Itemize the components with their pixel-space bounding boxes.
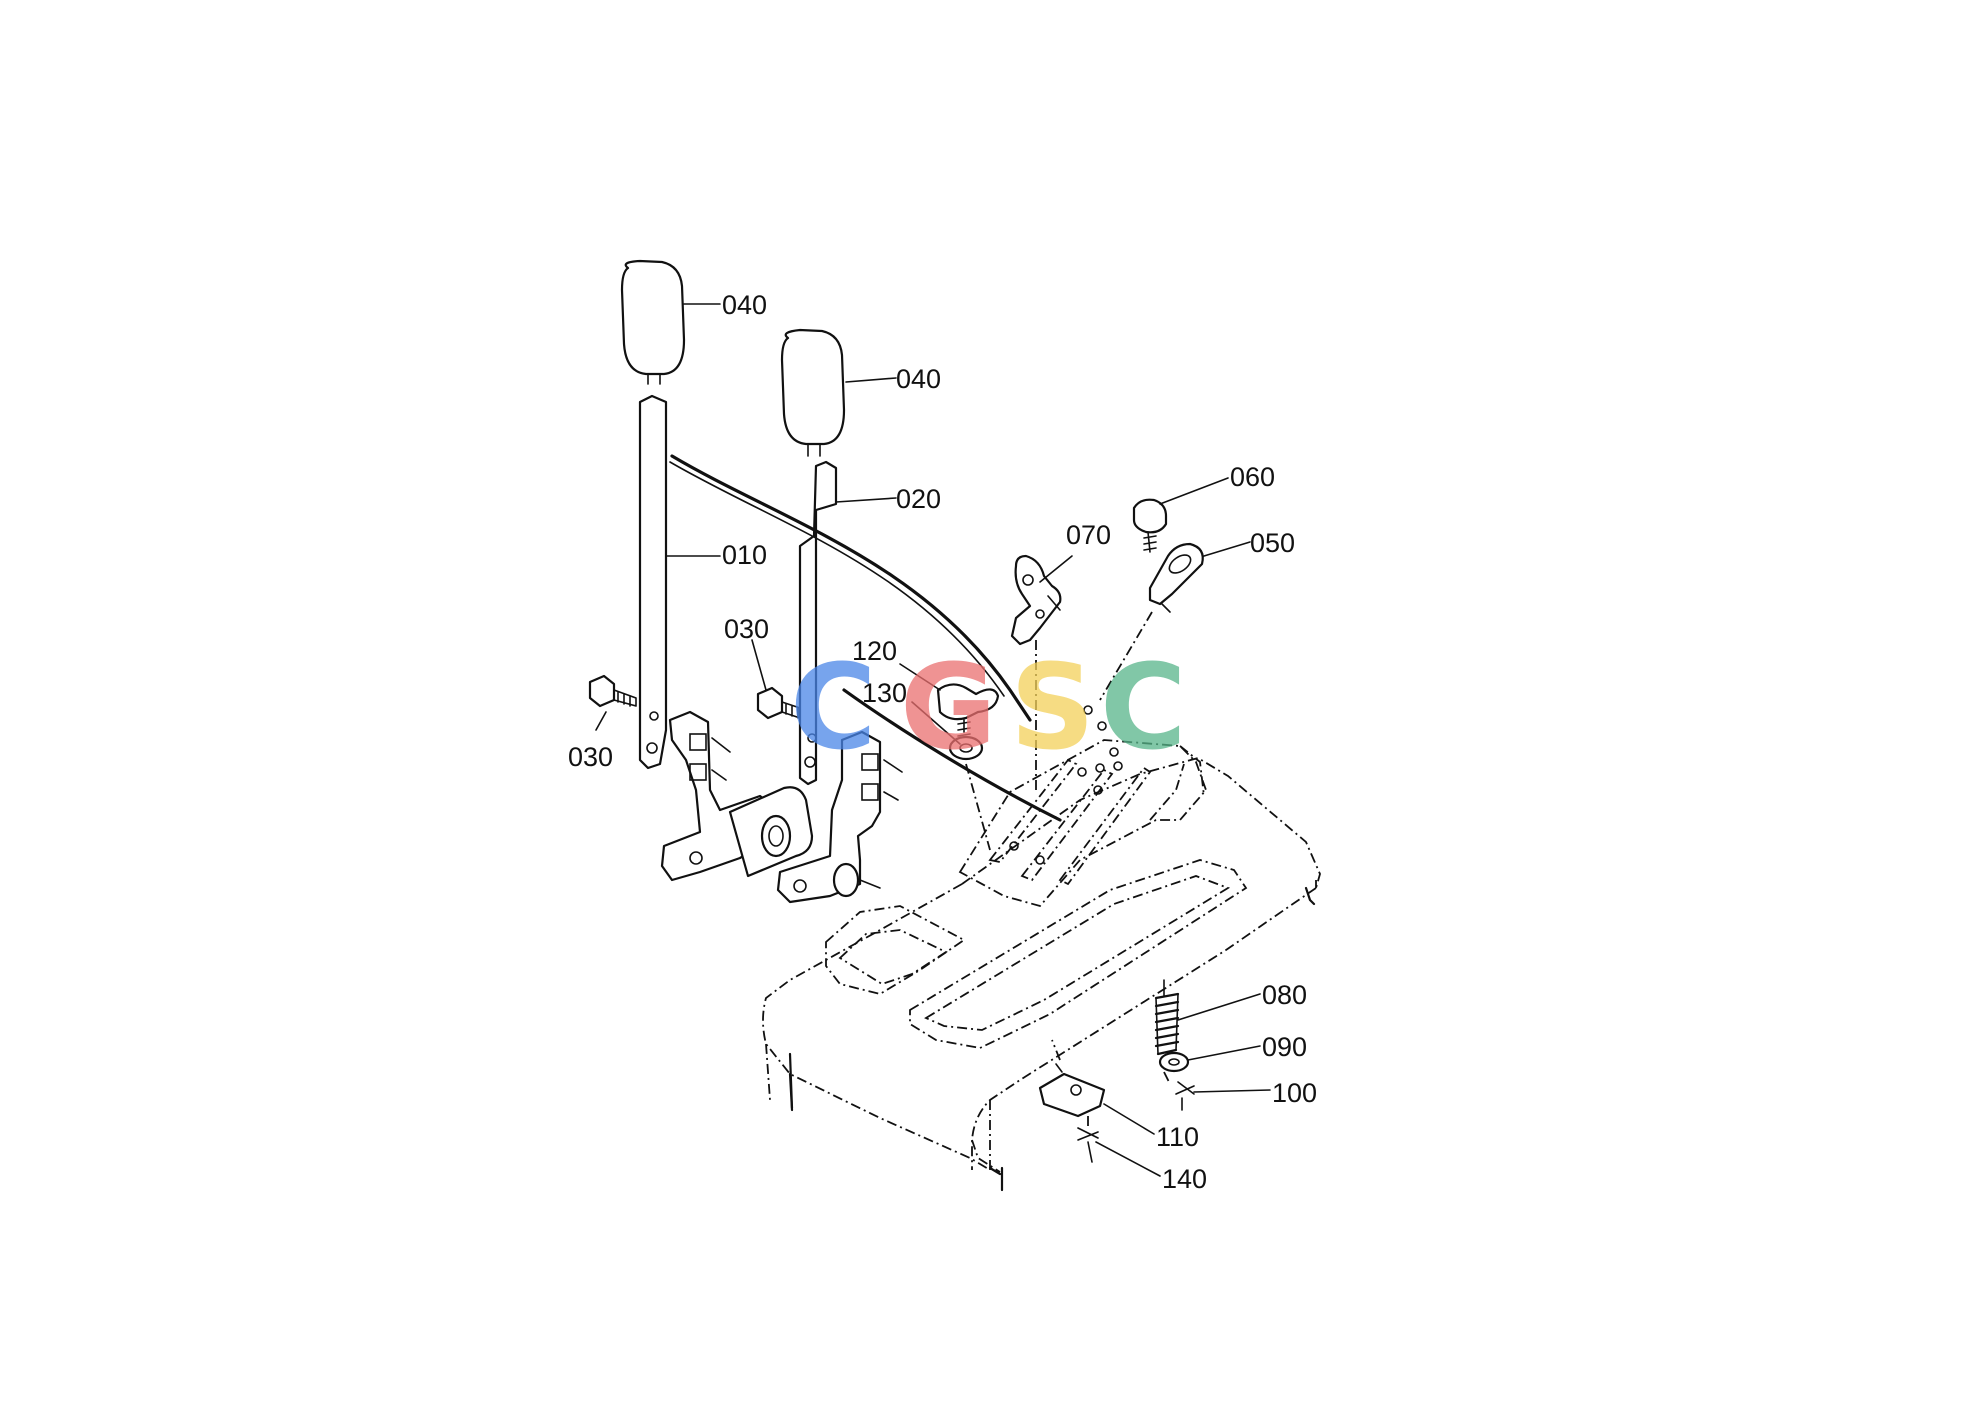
wing-nut-120 bbox=[936, 683, 1000, 737]
bolt-060 bbox=[1132, 498, 1168, 553]
pivot-bushing bbox=[728, 786, 814, 878]
label-110: 110 bbox=[1156, 1122, 1199, 1152]
washer-090 bbox=[1158, 1051, 1190, 1073]
bracket-070 bbox=[1010, 554, 1062, 646]
label-040-right: 040 bbox=[896, 364, 941, 394]
label-090: 090 bbox=[1262, 1032, 1307, 1062]
watermark-letter-4: C bbox=[1100, 638, 1187, 776]
label-120: 120 bbox=[852, 636, 897, 666]
spring-080 bbox=[1154, 979, 1180, 1056]
console-cover-panel bbox=[762, 705, 1321, 1192]
watermark-letter-3: S bbox=[1010, 638, 1095, 776]
label-060: 060 bbox=[1230, 462, 1275, 492]
control-cable-lower bbox=[842, 688, 1062, 822]
label-030-left: 030 bbox=[568, 742, 613, 772]
watermark-letter-2: G bbox=[900, 638, 997, 776]
label-040-left: 040 bbox=[722, 290, 767, 320]
pin-140 bbox=[1077, 1127, 1099, 1163]
control-cable-upper-inner bbox=[669, 461, 1005, 697]
leader-lines bbox=[595, 303, 1271, 1177]
lever-knob-right bbox=[780, 328, 846, 457]
assembly-line bbox=[965, 611, 1171, 1128]
bracket-050 bbox=[1148, 542, 1204, 613]
label-080: 080 bbox=[1262, 980, 1307, 1010]
watermark-letter-1: C bbox=[790, 638, 877, 776]
label-130: 130 bbox=[862, 678, 907, 708]
label-140: 140 bbox=[1162, 1164, 1207, 1194]
lever-010 bbox=[638, 394, 668, 770]
label-070: 070 bbox=[1066, 520, 1111, 550]
watermark-logo: C G S C bbox=[790, 638, 1187, 776]
label-030-right: 030 bbox=[724, 614, 769, 644]
lever-020 bbox=[798, 460, 838, 786]
pivot-bracket-right bbox=[776, 730, 903, 904]
lever-knob-left bbox=[620, 259, 686, 385]
bolt-030-left bbox=[588, 674, 637, 708]
label-010: 010 bbox=[722, 540, 767, 570]
control-cable-upper bbox=[670, 454, 1032, 722]
label-100: 100 bbox=[1272, 1078, 1317, 1108]
plate-110 bbox=[1038, 1063, 1106, 1118]
bolt-030-right bbox=[756, 686, 801, 720]
label-050: 050 bbox=[1250, 528, 1295, 558]
label-020: 020 bbox=[896, 484, 941, 514]
pin-100 bbox=[1175, 1081, 1195, 1111]
